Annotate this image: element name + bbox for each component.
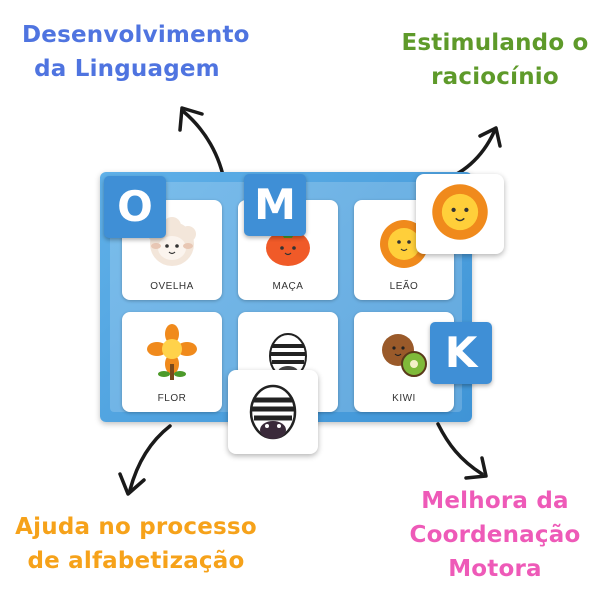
kiwi-icon [382,334,427,377]
cell-label: LEÃO [389,281,419,292]
caption-motor-coordination: Melhora da Coordenação Motora [400,484,590,586]
caption-line: da Linguagem [34,56,220,82]
caption-line: Ajuda no processo [15,514,257,540]
board-cell-flower[interactable]: FLOR [122,312,222,412]
cell-label: KIWI [392,393,416,404]
letter-tile-m[interactable]: M [244,174,306,236]
caption-language-development: Desenvolvimento da Linguagem [22,18,250,86]
caption-line: Estimulando o [401,30,589,56]
caption-line: de alfabetização [27,548,245,574]
cell-label: OVELHA [150,281,194,292]
lion-icon [432,184,488,240]
arrow-bottom-right-icon [436,422,488,480]
caption-line: Motora [448,556,542,582]
caption-line: Coordenação [409,522,581,548]
letter-tile-o[interactable]: O [104,176,166,238]
lion-card[interactable] [416,174,504,254]
letter-tile-k[interactable]: K [430,322,492,384]
arrow-bottom-left-icon [118,424,172,496]
caption-line: Desenvolvimento [22,22,250,48]
zebra-icon [249,384,297,440]
caption-line: raciocínio [431,64,559,90]
zebra-icon [269,333,307,379]
flower-icon [147,324,197,380]
cell-label: MAÇA [272,281,304,292]
zebra-card[interactable] [228,370,318,454]
caption-literacy: Ajuda no processo de alfabetização [6,510,266,578]
caption-reasoning: Estimulando o raciocínio [400,26,590,94]
caption-line: Melhora da [421,488,569,514]
tomato-icon [266,230,310,266]
cell-label: FLOR [157,393,187,404]
